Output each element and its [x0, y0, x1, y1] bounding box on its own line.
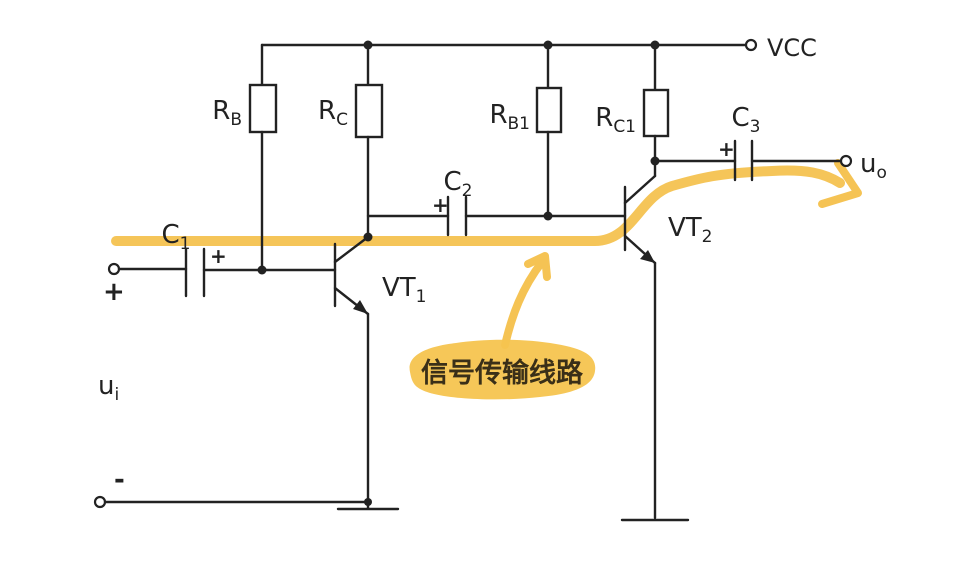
vt1-emitter-arrow [353, 300, 368, 314]
vcc-rail [260, 38, 758, 52]
annotation-arrow [501, 252, 551, 349]
annotation-blob [409, 339, 596, 400]
label-rc: RC [318, 96, 348, 130]
label-c1: C1 [162, 220, 191, 254]
capacitor-c2 [366, 195, 627, 237]
input-minus-terminal [93, 495, 107, 509]
label-uo: uo [860, 149, 887, 183]
input-plus-terminal [107, 262, 121, 276]
input-plus-sign: + [103, 277, 125, 307]
c1-plus-sign: + [210, 244, 227, 268]
label-vcc: VCC [767, 34, 817, 62]
annotation-callout: 信号传输线路 [409, 252, 596, 400]
resistor-rb1 [535, 43, 563, 218]
label-vt2: VT2 [668, 213, 713, 247]
c2-plus-sign: + [432, 193, 449, 217]
vcc-terminal [744, 38, 758, 52]
transistor-vt1 [333, 235, 370, 504]
output-terminal [839, 154, 853, 168]
signal-path-arrowhead [818, 159, 862, 208]
resistor-rc1 [642, 43, 670, 178]
signal-path-highlight [111, 159, 862, 246]
label-ui: ui [98, 371, 119, 405]
capacitor-c1 [107, 247, 337, 298]
label-vt1: VT1 [382, 273, 427, 307]
junction-dots [257, 156, 660, 506]
annotation-text: 信号传输线路 [421, 357, 584, 389]
transistor-vt2 [623, 174, 657, 520]
resistor-rb [248, 43, 278, 272]
label-rc1: RC1 [595, 103, 636, 137]
label-c2: C2 [444, 167, 473, 201]
c3-plus-sign: + [718, 137, 735, 161]
label-c3: C3 [732, 103, 761, 137]
input-minus-sign: - [114, 465, 125, 495]
label-rb: RB [212, 96, 242, 130]
capacitor-c3 [653, 139, 853, 182]
resistor-rc [354, 43, 384, 239]
ground-wiring [93, 495, 690, 522]
label-rb1: RB1 [489, 100, 530, 134]
vt2-emitter-arrow [640, 250, 655, 263]
